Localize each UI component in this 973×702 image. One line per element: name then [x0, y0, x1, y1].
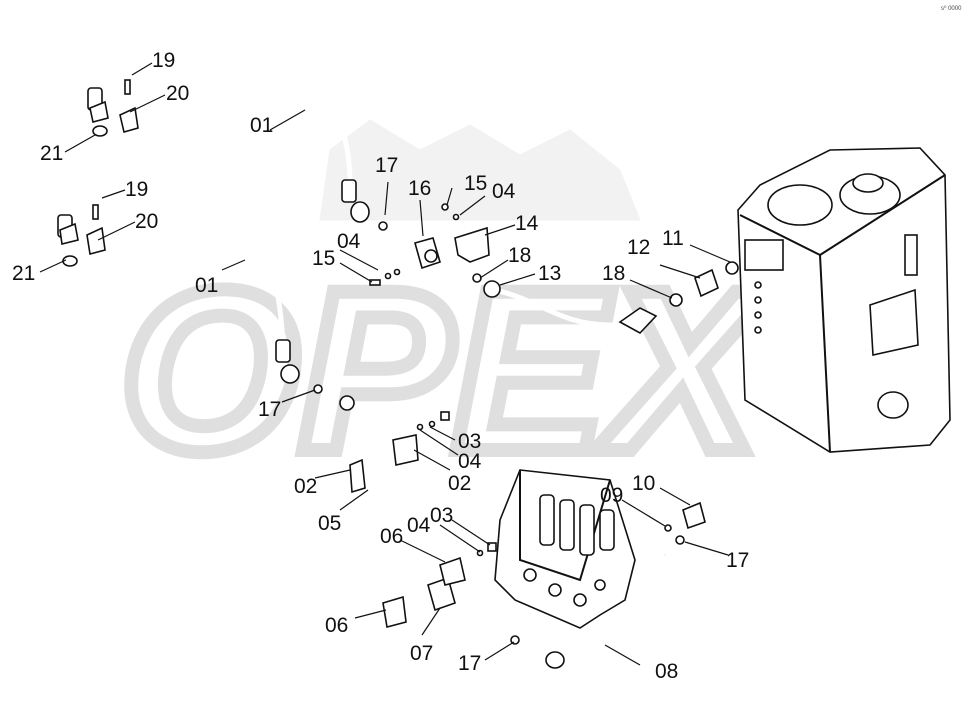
watermark-text: OPEX: [120, 242, 771, 499]
label-19: 19: [125, 178, 148, 201]
hose-nut: [280, 364, 300, 384]
label-02: 02: [448, 472, 471, 495]
leader-lines: [39, 62, 731, 666]
brackets: [349, 411, 497, 628]
label-10: 10: [632, 472, 655, 495]
fitting-07: [427, 576, 456, 612]
connector-block-16: [369, 203, 490, 286]
flange-clamp-upper: [89, 79, 139, 137]
label-15: 15: [312, 247, 335, 270]
flange-clamp-lower: [59, 204, 106, 267]
hose-fitting: [275, 339, 291, 363]
label-21: 21: [40, 142, 63, 165]
elbow-10: [682, 501, 706, 530]
label-21: 21: [12, 262, 35, 285]
label-09: 09: [600, 484, 623, 507]
label-16: 16: [408, 177, 431, 200]
bracket-02-right: [392, 434, 419, 466]
label-07: 07: [410, 642, 433, 665]
level-gauge: [904, 234, 918, 276]
corner-mark: s⁰ 0000: [941, 5, 962, 12]
bracket-06-lower: [382, 595, 407, 628]
hose-13: [483, 261, 739, 334]
label-17: 17: [375, 154, 398, 177]
label-11: 11: [662, 227, 684, 250]
label-19: 19: [152, 49, 175, 72]
label-20: 20: [135, 210, 158, 233]
label-06: 06: [325, 614, 348, 637]
label-04: 04: [458, 450, 482, 473]
port-row: [754, 281, 762, 334]
hose-05: [313, 384, 431, 593]
label-18: 18: [602, 262, 625, 285]
label-20: 20: [166, 82, 189, 105]
label-17: 17: [258, 398, 281, 421]
part-labels: 19 20 21 19 20 21 01 01 17 16 15 04 14 0…: [12, 49, 749, 683]
drain-plug: [877, 391, 909, 419]
bracket-14: [454, 226, 490, 263]
hose-nut: [350, 201, 370, 223]
label-01: 01: [195, 274, 218, 297]
fitting-12: [694, 268, 719, 298]
bracket-06-upper: [439, 556, 466, 586]
watermark: OPEX: [113, 119, 778, 506]
label-14: 14: [515, 212, 539, 235]
label-17: 17: [458, 652, 481, 675]
label-04: 04: [492, 180, 516, 203]
label-18: 18: [508, 244, 531, 267]
label-03: 03: [430, 504, 453, 527]
hose-01-upper: [87, 31, 370, 223]
label-01: 01: [250, 114, 273, 137]
hydraulic-tank: [737, 147, 951, 453]
hose-fitting: [341, 179, 357, 203]
label-15: 15: [464, 172, 487, 195]
control-valve: [494, 469, 636, 629]
label-05: 05: [318, 512, 341, 535]
label-08: 08: [655, 660, 678, 683]
label-17: 17: [726, 549, 749, 572]
label-04: 04: [337, 230, 361, 253]
label-03: 03: [458, 430, 481, 453]
bracket-02-left: [349, 458, 366, 494]
label-02: 02: [294, 475, 317, 498]
label-06: 06: [380, 525, 403, 548]
label-04: 04: [407, 514, 431, 537]
label-13: 13: [538, 262, 561, 285]
hose-08: [510, 501, 706, 669]
label-12: 12: [627, 236, 650, 259]
